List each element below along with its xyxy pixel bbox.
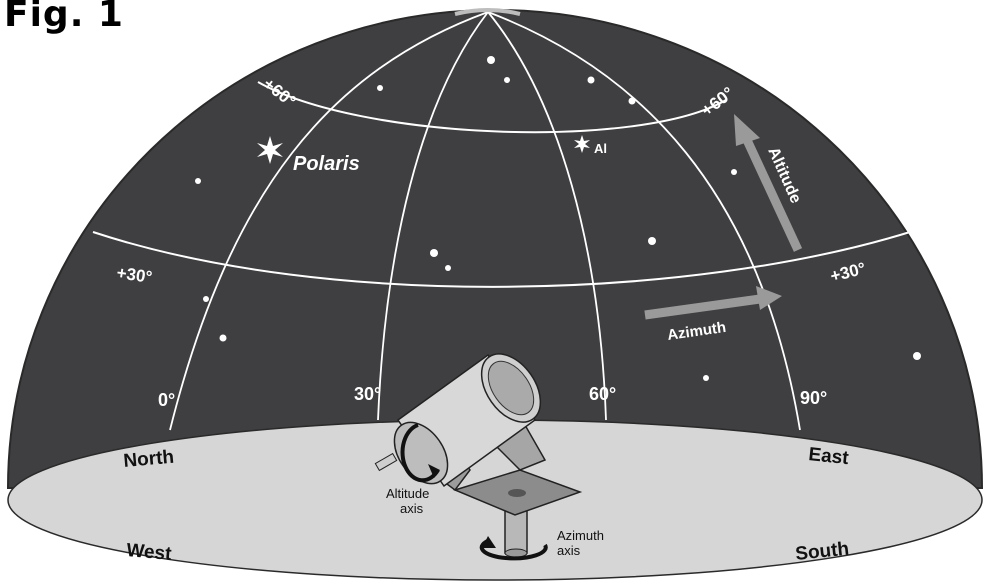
- star: [377, 85, 383, 91]
- meridian-az30: [377, 11, 489, 421]
- azimuth-label-60: 60°: [589, 384, 616, 404]
- star: [731, 169, 737, 175]
- polaris-star-icon: [257, 136, 283, 164]
- altitude-arrow: [734, 114, 803, 252]
- direction-east: East: [807, 444, 850, 469]
- star: [587, 76, 595, 84]
- telescope-mount: [374, 353, 583, 561]
- altitude-axis-label-line2: axis: [400, 501, 424, 516]
- star: [504, 77, 510, 83]
- altitude-circle-60: [257, 81, 727, 134]
- star-label-al: Al: [594, 141, 607, 156]
- star: [913, 352, 921, 360]
- figure-title: Fig. 1: [4, 0, 124, 35]
- altitude-circle-30: [92, 231, 911, 288]
- direction-north: North: [123, 447, 175, 472]
- azimuth-label-30: 30°: [354, 384, 381, 404]
- star: [703, 375, 709, 381]
- star: [430, 249, 438, 257]
- altitude-rotation-icon: [400, 423, 440, 483]
- star: [203, 296, 209, 302]
- altitude-axis-label-line1: Altitude: [386, 486, 429, 501]
- direction-west: West: [126, 540, 173, 565]
- star: [219, 334, 227, 342]
- meridian-az90: [487, 11, 801, 431]
- azimuth-label-90: 90°: [800, 388, 827, 408]
- star: [487, 56, 495, 64]
- telescope-eyepiece: [374, 452, 398, 472]
- altitude-label-30-left: +30°: [115, 263, 153, 287]
- dome-top-highlight: [454, 8, 521, 16]
- azimuth-axis-label-line1: Azimuth: [557, 528, 604, 543]
- azimuth-arrow: [644, 286, 782, 320]
- direction-south: South: [794, 538, 850, 565]
- azimuth-label-0: 0°: [158, 390, 175, 410]
- polaris-label: Polaris: [293, 153, 360, 175]
- star: [445, 265, 451, 271]
- azimuth-axis-label-line2: axis: [557, 543, 581, 558]
- star: [648, 237, 656, 245]
- star-field: [195, 56, 921, 381]
- meridian-az60: [487, 11, 607, 421]
- star: [195, 178, 201, 184]
- meridian-az0: [169, 11, 489, 431]
- azimuth-rotation-icon: [479, 538, 548, 561]
- star: [628, 97, 636, 105]
- bright-star-icon: [574, 135, 590, 153]
